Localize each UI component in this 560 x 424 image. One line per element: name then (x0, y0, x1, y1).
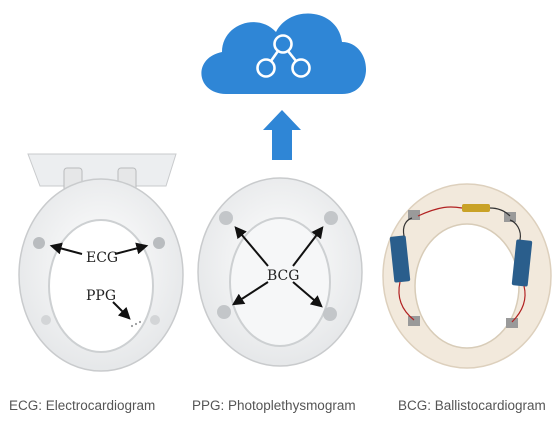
ecg-electrode-left (33, 237, 45, 249)
ecg-ppg-toilet-seat: ECG PPG (18, 153, 184, 372)
bcg-sensor-top-right (324, 211, 338, 225)
ppg-label: PPG (86, 288, 116, 304)
cloud-network-icon (201, 13, 367, 95)
caption-ecg: ECG: Electrocardiogram (9, 398, 156, 413)
pcb-right (511, 239, 533, 287)
caption-ppg: PPG: Photoplethysmogram (192, 398, 356, 413)
bcg-sensor-bottom-right (323, 307, 337, 321)
network-nodes-icon (256, 34, 311, 78)
battery (462, 204, 490, 212)
arrow-up-icon (263, 110, 301, 160)
ecg-electrode-right (153, 237, 165, 249)
bcg-label: BCG (267, 268, 299, 284)
bcg-toilet-seat: BCG (197, 177, 363, 367)
ecg-label: ECG (86, 250, 118, 266)
board-wires (398, 206, 526, 323)
bcg-sensor-bottom-left (217, 305, 231, 319)
ppg-sensor-dots (130, 320, 142, 328)
bcg-sensor-top-left (219, 211, 233, 225)
pcb-left (389, 235, 411, 283)
caption-bcg: BCG: Ballistocardiogram (398, 398, 546, 413)
bcg-sensor-board (382, 183, 552, 369)
